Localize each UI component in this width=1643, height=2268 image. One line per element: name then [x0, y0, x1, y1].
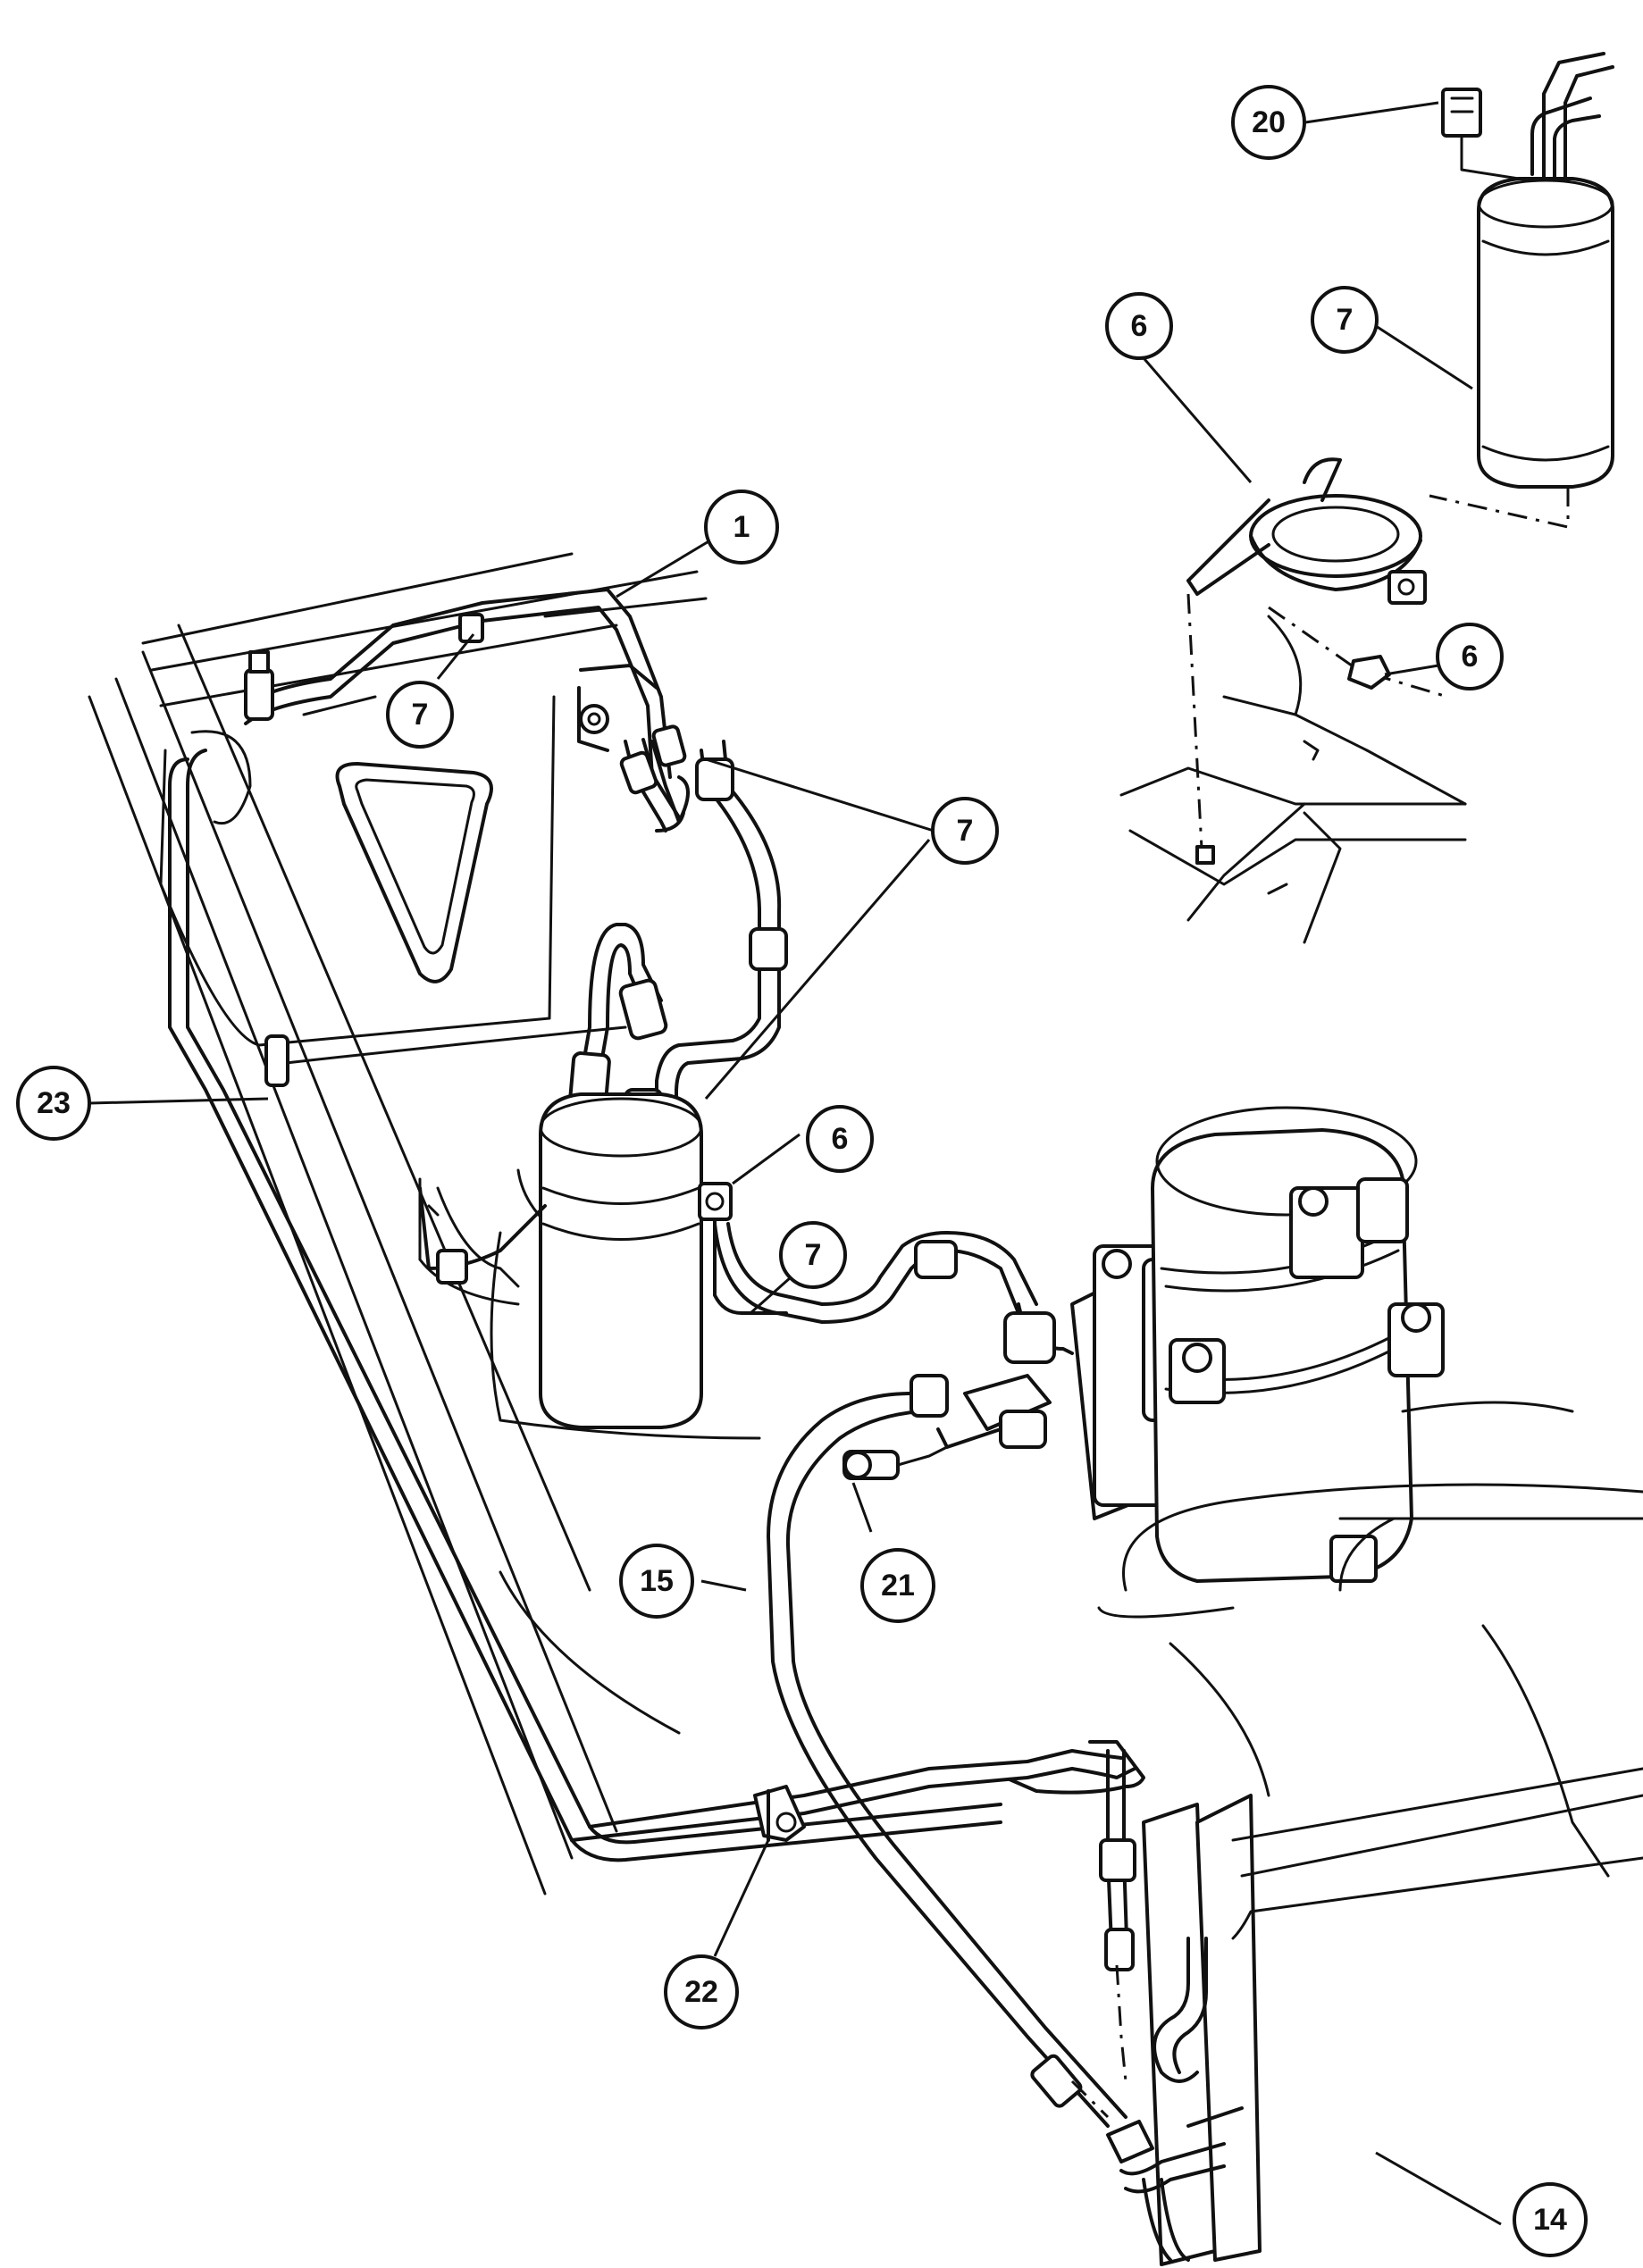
- callout-14-label: 14: [1533, 2203, 1567, 2237]
- callout-7-inset-label: 7: [1337, 303, 1354, 337]
- callout-21-label: 21: [881, 1569, 915, 1603]
- callout-15-label: 15: [640, 1564, 674, 1598]
- callout-6-inset-top: 6: [1105, 292, 1173, 360]
- callout-6-inset-nut-label: 6: [1462, 640, 1479, 674]
- inset-detail: [1119, 52, 1614, 944]
- compressor-fitting: [1003, 1311, 1056, 1364]
- callout-7-upper-clip: 7: [386, 681, 454, 749]
- clip-7-upper: [458, 613, 484, 643]
- callout-7-hoses-label: 7: [957, 814, 974, 848]
- drier-bracket: [698, 1182, 733, 1221]
- callout-20: 20: [1231, 85, 1306, 160]
- callout-7-hoses: 7: [931, 797, 999, 865]
- callouts: 20 7 6 1 7 6 7 23: [16, 85, 1588, 2257]
- main-view: [88, 552, 1643, 2266]
- callout-1-label: 1: [733, 510, 750, 544]
- line-7-tube: [713, 1222, 1020, 1324]
- clip-22: [753, 1785, 806, 1842]
- receiver-drier: [539, 1092, 703, 1429]
- hose-b: [655, 749, 761, 1127]
- condenser: [1106, 1767, 1643, 2266]
- inset-receiver-drier: [1477, 177, 1614, 489]
- clip-23: [264, 1034, 289, 1087]
- line-22-tube: [570, 1767, 1136, 1842]
- callout-15: 15: [619, 1544, 694, 1619]
- leader-lines: [88, 101, 1502, 2226]
- apron-triangle-cutout: [335, 762, 493, 983]
- inset-bracket-arm: [1186, 498, 1270, 596]
- callout-6-drier-label: 6: [832, 1122, 849, 1156]
- callout-6-inset-nut: 6: [1436, 623, 1504, 690]
- callout-20-label: 20: [1252, 105, 1286, 139]
- callout-7-inset: 7: [1311, 286, 1379, 354]
- drier-inlet-tube: [570, 923, 663, 1132]
- line-1-fitting: [244, 668, 274, 721]
- line-15-tube: [767, 1392, 1110, 2128]
- callout-7-upper-clip-label: 7: [412, 698, 429, 732]
- callout-21: 21: [860, 1548, 935, 1623]
- callout-7-mid: 7: [779, 1221, 847, 1289]
- callout-14: 14: [1513, 2182, 1588, 2257]
- inset-nut: [1347, 655, 1391, 690]
- callout-6-inset-top-label: 6: [1131, 309, 1148, 343]
- callout-22: 22: [664, 1954, 739, 2029]
- callout-1: 1: [704, 490, 779, 565]
- callout-23: 23: [16, 1066, 91, 1141]
- inset-drier-pipe: [1530, 96, 1592, 176]
- line-23-tube: [168, 757, 1002, 1862]
- compressor: [1070, 1106, 1574, 1592]
- callout-22-label: 22: [684, 1975, 718, 2009]
- callout-7-mid-label: 7: [805, 1238, 822, 1272]
- callout-6-drier: 6: [806, 1105, 874, 1173]
- inner-apron: [159, 695, 556, 1047]
- callout-23-label: 23: [37, 1086, 71, 1120]
